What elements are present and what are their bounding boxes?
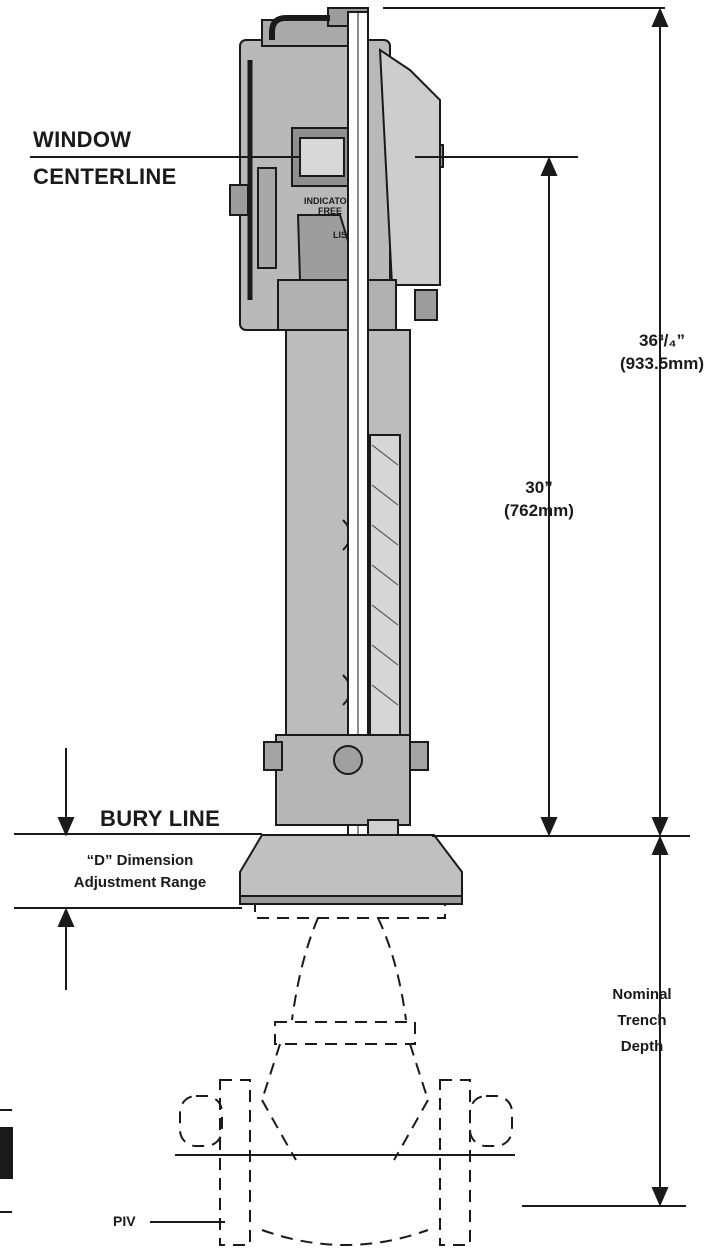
overall-height-label: 36³/₄” xyxy=(639,331,685,350)
base-assembly xyxy=(239,734,463,905)
edge-fragment xyxy=(0,1109,13,1213)
trench-depth-line-3: Depth xyxy=(620,1038,664,1055)
trench-depth-line-1: Nominal xyxy=(612,986,672,1003)
d-adjustment-range-label: Adjustment Range xyxy=(73,874,207,891)
window-height-label: 30” xyxy=(525,478,553,497)
valve-outline xyxy=(179,903,513,1246)
free-marking: FREE xyxy=(318,206,342,216)
overall-height-metric-label: (933.5mm) xyxy=(619,354,705,373)
dimension-lines xyxy=(14,7,690,1223)
indicator-housing xyxy=(229,7,444,331)
window-label: WINDOW xyxy=(33,127,132,152)
piv-label: PIV xyxy=(113,1213,136,1229)
window-height-metric-label: (762mm) xyxy=(504,501,574,520)
d-dimension-label: “D” Dimension xyxy=(86,852,194,869)
trench-depth-line-2: Trench xyxy=(617,1012,667,1029)
centerline-label: CENTERLINE xyxy=(33,164,177,189)
bury-line-label: BURY LINE xyxy=(100,806,221,831)
indicator-marking: INDICATOR xyxy=(304,196,354,206)
